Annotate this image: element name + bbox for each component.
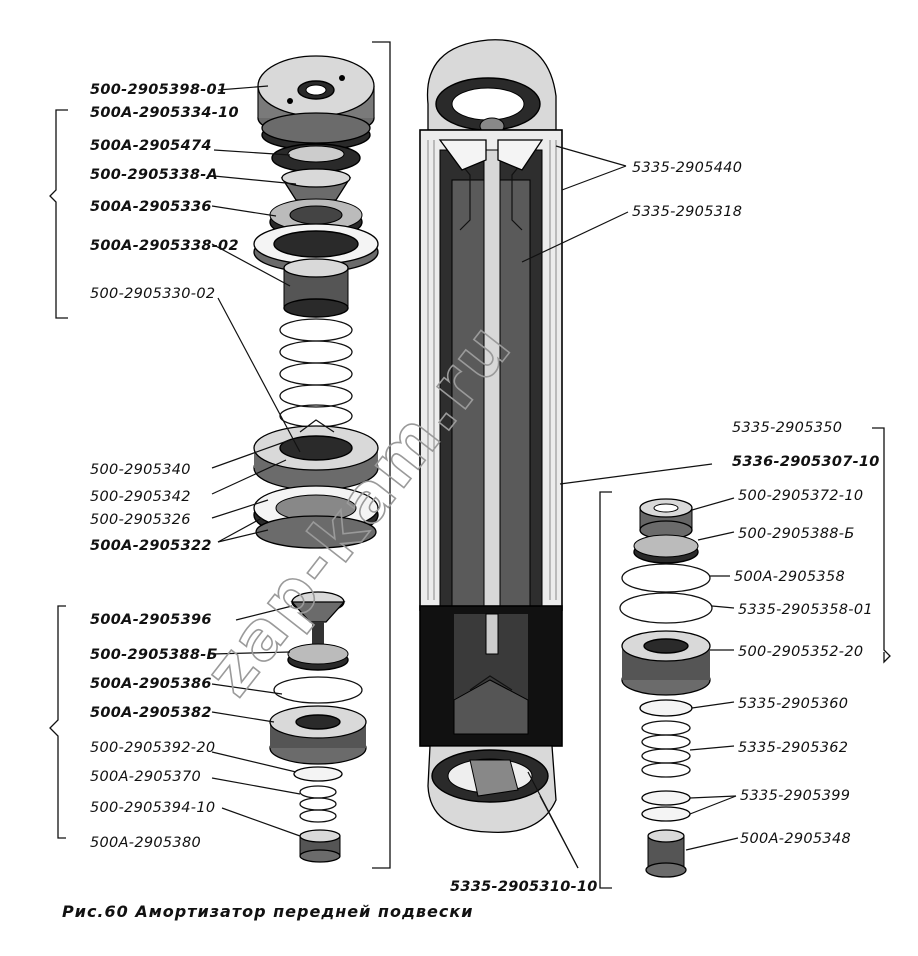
label-500-2905398-01: 500-2905398-01: [90, 82, 227, 98]
label-500A-2905348: 500А-2905348: [740, 831, 851, 847]
leader-lines: [211, 85, 739, 869]
right-parts: [619, 498, 713, 878]
label-500-2905340: 500-2905340: [90, 462, 191, 478]
label-500-2905330-02: 500-2905330-02: [90, 286, 215, 302]
label-500A-2905370: 500А-2905370: [90, 769, 201, 785]
label-500-2905388-B-right: 500-2905388-Б: [738, 526, 855, 542]
label-500-2905394-10: 500-2905394-10: [90, 800, 215, 816]
label-5335-2905310-10: 5335-2905310-10: [450, 879, 598, 895]
label-500A-2905396: 500А-2905396: [90, 612, 212, 628]
shock-absorber-body: [419, 39, 563, 834]
figure-caption: Рис.60 Амортизатор передней подвески: [62, 902, 473, 921]
label-5335-2905360: 5335-2905360: [738, 696, 848, 712]
label-5335-2905440: 5335-2905440: [632, 160, 742, 176]
label-500A-2905358: 500А-2905358: [734, 569, 845, 585]
label-500A-2905382: 500А-2905382: [90, 705, 212, 721]
left-top-parts: [253, 55, 379, 549]
label-5335-2905350: 5335-2905350: [732, 420, 842, 436]
label-500A-2905334-10: 500А-2905334-10: [90, 105, 239, 121]
label-500A-2905336: 500А-2905336: [90, 199, 212, 215]
label-5335-2905358-01: 5335-2905358-01: [738, 602, 873, 618]
label-500A-2905338-02: 500А-2905338-02: [90, 238, 239, 254]
label-500-2905392-20: 500-2905392-20: [90, 740, 215, 756]
label-5335-2905318: 5335-2905318: [632, 204, 742, 220]
label-500-2905338-A: 500-2905338-А: [90, 167, 218, 183]
label-500-2905388-B-left: 500-2905388-Б: [90, 647, 218, 663]
label-500-2905342: 500-2905342: [90, 489, 191, 505]
label-500-2905352-20: 500-2905352-20: [738, 644, 863, 660]
brackets: [49, 41, 891, 889]
label-500-2905372-10: 500-2905372-10: [738, 488, 863, 504]
label-5335-2905399: 5335-2905399: [740, 788, 850, 804]
label-500A-2905386: 500А-2905386: [90, 676, 212, 692]
left-labels: 500-2905398-01 500А-2905334-10 500А-2905…: [90, 82, 239, 851]
label-500A-2905474: 500А-2905474: [90, 138, 212, 154]
label-500A-2905380: 500А-2905380: [90, 835, 201, 851]
left-bottom-parts: [269, 591, 367, 863]
label-500A-2905322: 500А-2905322: [90, 538, 212, 554]
label-5336-2905307-10: 5336-2905307-10: [732, 454, 880, 470]
label-500-2905326: 500-2905326: [90, 512, 191, 528]
label-5335-2905362: 5335-2905362: [738, 740, 848, 756]
right-labels: 5335-2905440 5335-2905318 5335-2905350 5…: [450, 160, 880, 895]
